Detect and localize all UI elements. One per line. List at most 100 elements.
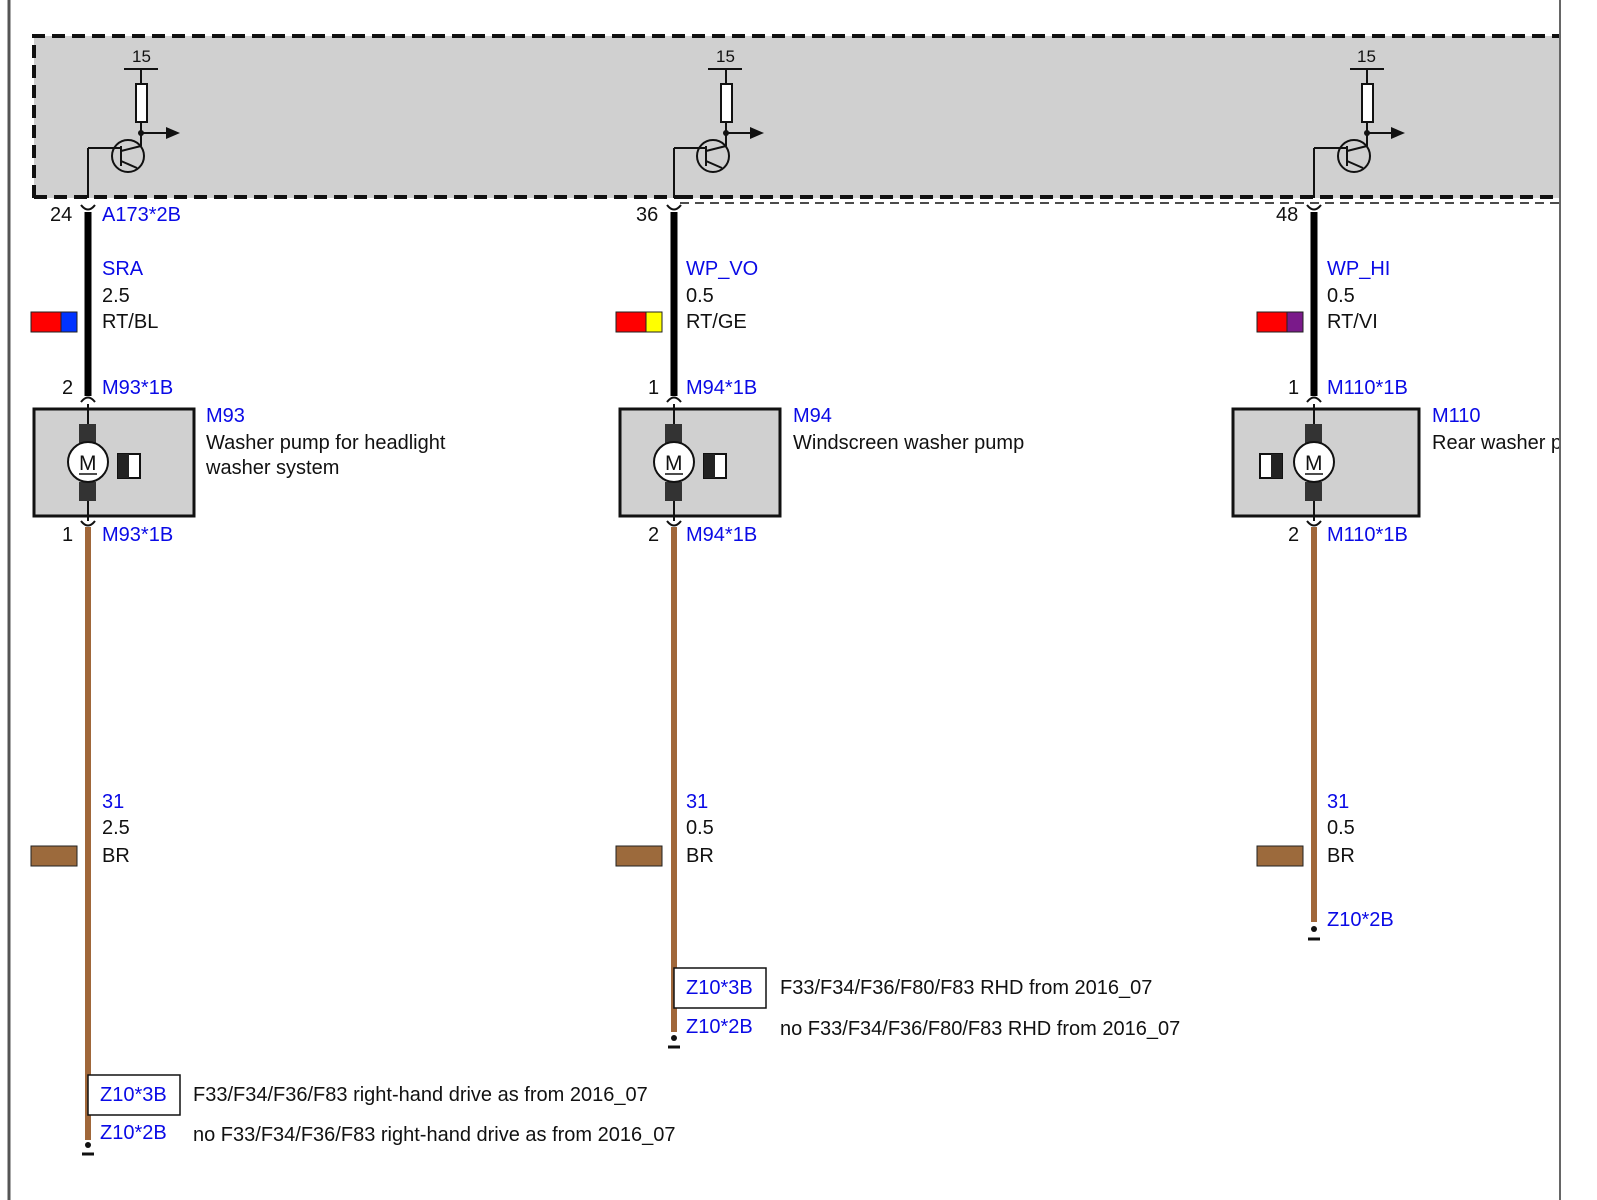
ground-size: 2.5: [102, 817, 130, 839]
transistor-icon: [1337, 139, 1371, 173]
wire-color-swatch-brown: [30, 845, 78, 867]
connector-pin-icon: [1306, 520, 1322, 527]
pump-icon: [1259, 453, 1283, 479]
motor-connector-top: M110*1B: [1327, 377, 1408, 399]
end-boxed-connector: Z10*3B: [686, 977, 753, 999]
end-note: no F33/F34/F36/F83 right-hand drive as f…: [193, 1124, 676, 1146]
motor-connector-top: M94*1B: [686, 377, 757, 399]
end-boxed-note: F33/F34/F36/F83 right-hand drive as from…: [193, 1084, 648, 1106]
component-id: M94: [793, 405, 832, 427]
control-module: [32, 34, 1574, 204]
driver-stage-3: 15: [1313, 47, 1405, 198]
signal-size: 0.5: [1327, 285, 1355, 307]
ground-color: BR: [686, 845, 714, 867]
component-description-line2: washer system: [205, 457, 339, 479]
end-connector: Z10*2B: [686, 1016, 753, 1038]
variant-box: [673, 967, 767, 1009]
motor-connector-bottom: M94*1B: [686, 524, 757, 546]
motor-pin-top: 1: [1288, 377, 1299, 399]
ground-name: 31: [686, 791, 708, 813]
output-arrow-icon: [750, 127, 764, 139]
ground-name: 31: [102, 791, 124, 813]
variant-box: [87, 1074, 181, 1116]
end-boxed-note: F33/F34/F36/F80/F83 RHD from 2016_07: [780, 977, 1152, 999]
svg-text:M: M: [79, 452, 97, 475]
ground-color: BR: [1327, 845, 1355, 867]
wire-color-swatch: [30, 311, 78, 333]
connector-pin-icon: [1306, 204, 1322, 211]
signal-name: SRA: [102, 258, 144, 280]
wire-color-stripe: [645, 311, 663, 333]
motor-connector-top: M93*1B: [102, 377, 173, 399]
signal-name: WP_HI: [1327, 258, 1390, 280]
output-arrow-icon: [166, 127, 180, 139]
circuit-m110: 48 WP_HI 0.5 RT/VI 1 M110*1B M M110 Rear…: [1231, 204, 1562, 941]
motor-icon: [67, 441, 109, 483]
connector-pin-icon: [1306, 396, 1322, 403]
pullup-resistor-icon: [1361, 83, 1374, 123]
page-right-margin: [1561, 0, 1597, 1200]
motor-pin-bottom: 1: [62, 524, 73, 546]
output-arrow-icon: [1391, 127, 1405, 139]
component-id: M93: [206, 405, 245, 427]
motor-icon: [653, 441, 695, 483]
wire-color-swatch-brown: [1256, 845, 1304, 867]
transistor-icon: [111, 139, 145, 173]
motor-pin-bottom: 2: [648, 524, 659, 546]
component-box: [32, 407, 196, 518]
end-connector: Z10*2B: [1327, 909, 1394, 931]
ground-size: 0.5: [1327, 817, 1355, 839]
control-pin-number: 48: [1276, 204, 1298, 226]
pullup-resistor-icon: [135, 83, 148, 123]
end-note: no F33/F34/F36/F80/F83 RHD from 2016_07: [780, 1018, 1180, 1040]
wire-color-swatch: [615, 311, 663, 333]
signal-color: RT/VI: [1327, 311, 1378, 333]
supply-label: 15: [716, 47, 735, 66]
motor-connector-bottom: M93*1B: [102, 524, 173, 546]
supply-label: 15: [132, 47, 151, 66]
circuit-m94: 36 WP_VO 0.5 RT/GE 1 M94*1B M M94 Windsc…: [615, 204, 1180, 1049]
wire-color-stripe: [1286, 311, 1304, 333]
transistor-icon: [696, 139, 730, 173]
signal-name: WP_VO: [686, 258, 758, 280]
motor-pin-top: 1: [648, 377, 659, 399]
control-connector: A173*2B: [102, 204, 181, 226]
signal-size: 0.5: [686, 285, 714, 307]
connector-pin-icon: [80, 204, 96, 211]
pullup-resistor-icon: [720, 83, 733, 123]
signal-size: 2.5: [102, 285, 130, 307]
wire-color-swatch-brown: [615, 845, 663, 867]
end-boxed-connector: Z10*3B: [100, 1084, 167, 1106]
connector-pin-icon: [666, 520, 682, 527]
wire-color-stripe: [60, 311, 78, 333]
pump-icon: [703, 453, 727, 479]
ground-size: 0.5: [686, 817, 714, 839]
ground-terminal-icon: [1308, 926, 1320, 941]
ground-name: 31: [1327, 791, 1349, 813]
signal-color: RT/GE: [686, 311, 747, 333]
component-id: M110: [1432, 405, 1481, 427]
motor-pin-top: 2: [62, 377, 73, 399]
connector-pin-icon: [666, 204, 682, 211]
supply-label: 15: [1357, 47, 1376, 66]
driver-stage-2: 15: [673, 47, 764, 198]
circuit-m93: 24 A173*2B SRA 2.5 RT/BL 2 M93*1B M M93 …: [30, 204, 676, 1156]
motor-pin-bottom: 2: [1288, 524, 1299, 546]
component-box: [618, 407, 782, 518]
connector-pin-icon: [80, 520, 96, 527]
control-pin-number: 24: [50, 204, 72, 226]
pump-icon: [117, 453, 141, 479]
component-description: Washer pump for headlight: [206, 432, 446, 454]
motor-icon: [1293, 441, 1335, 483]
svg-text:M: M: [665, 452, 683, 475]
driver-stage-1: 15: [87, 47, 180, 198]
control-pin-number: 36: [636, 204, 658, 226]
ground-terminal-icon: [668, 1035, 680, 1049]
ground-terminal-icon: [82, 1142, 94, 1156]
component-description: Rear washer p: [1432, 432, 1562, 454]
component-description: Windscreen washer pump: [793, 432, 1024, 454]
connector-pin-icon: [80, 396, 96, 403]
wire-color-swatch: [1256, 311, 1304, 333]
svg-text:M: M: [1305, 452, 1323, 475]
